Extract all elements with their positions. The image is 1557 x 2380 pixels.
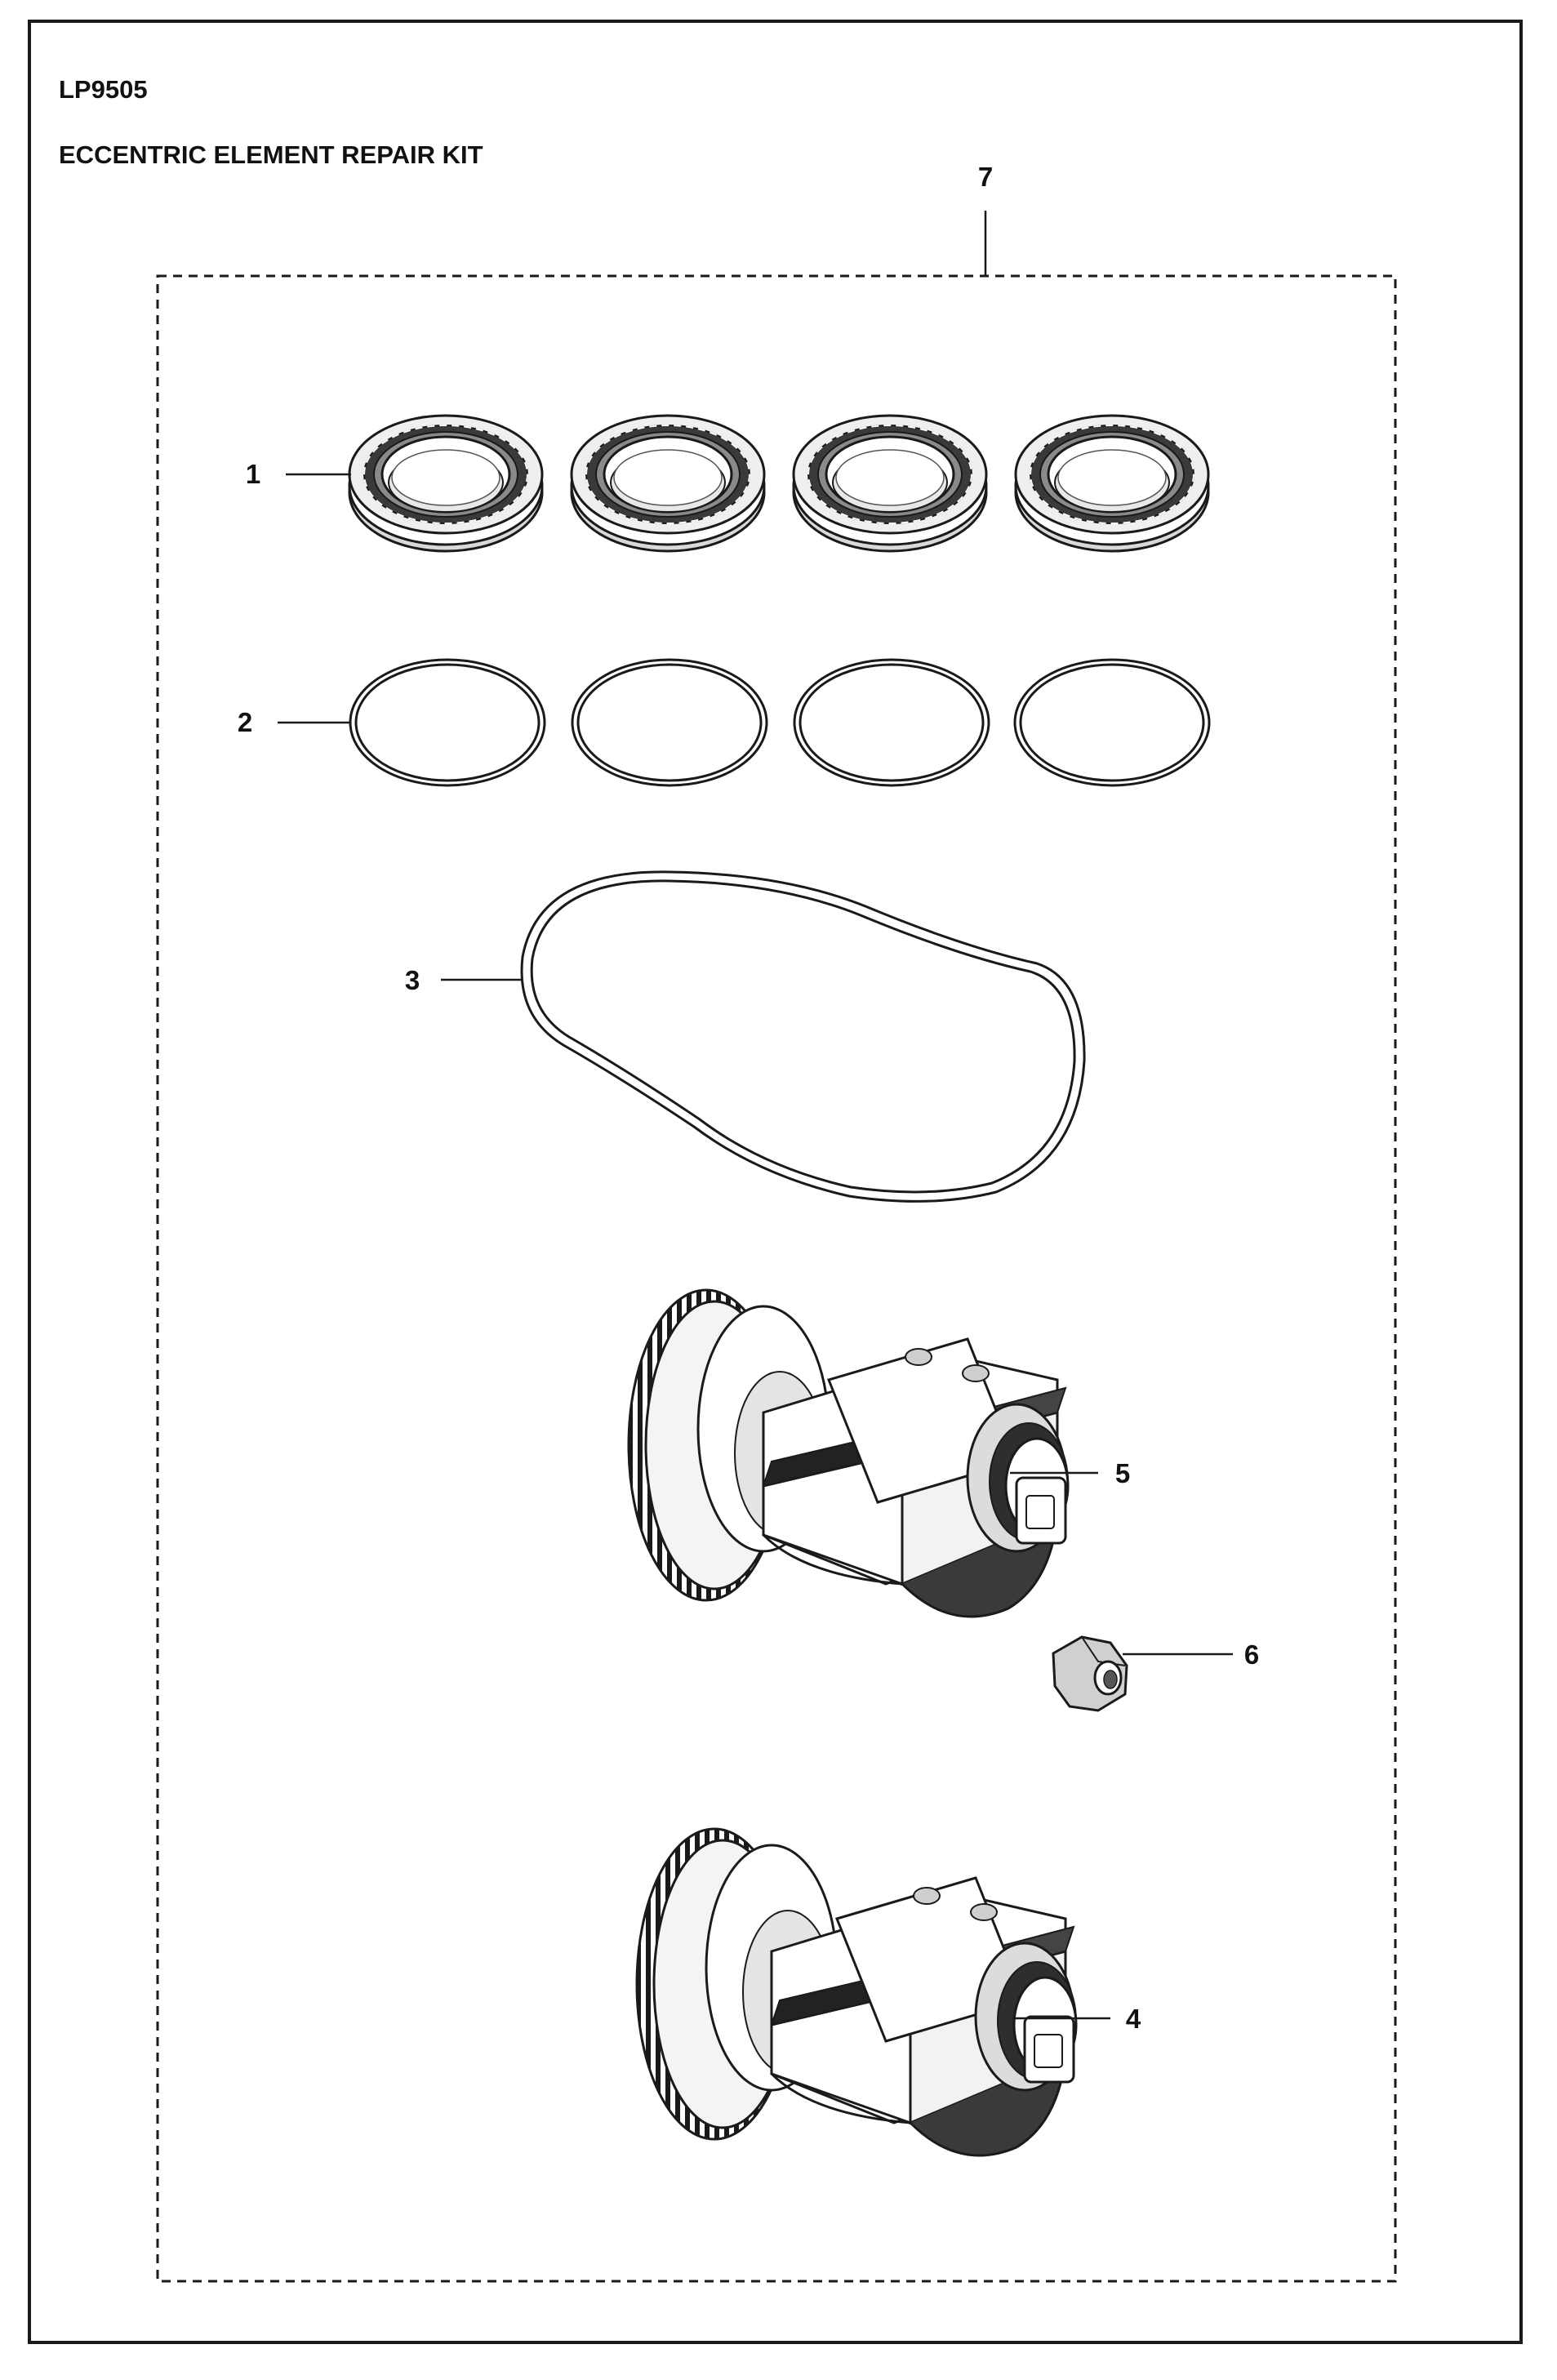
eccentric-element-icon	[627, 1288, 1070, 1618]
kit-boundary-box	[156, 274, 1397, 2283]
o-ring-icon	[349, 658, 1211, 787]
callout-1: 1	[246, 459, 260, 489]
kit-title: ECCENTRIC ELEMENT REPAIR KIT	[59, 140, 483, 169]
callout-2: 2	[238, 707, 252, 737]
page-frame	[28, 20, 1523, 2344]
nut-icon	[1052, 1635, 1128, 1712]
callout-3: 3	[405, 965, 420, 995]
bearing-icon	[348, 414, 1210, 553]
eccentric-element-icon	[635, 1827, 1078, 2157]
callout-4: 4	[1126, 2004, 1141, 2034]
page-title: LP9505 ECCENTRIC ELEMENT REPAIR KIT	[59, 41, 483, 204]
kit-code: LP9505	[59, 75, 148, 104]
gasket-icon	[520, 870, 1086, 1203]
callout-6: 6	[1244, 1639, 1259, 1670]
callout-7: 7	[978, 162, 993, 192]
callout-5: 5	[1115, 1458, 1130, 1488]
